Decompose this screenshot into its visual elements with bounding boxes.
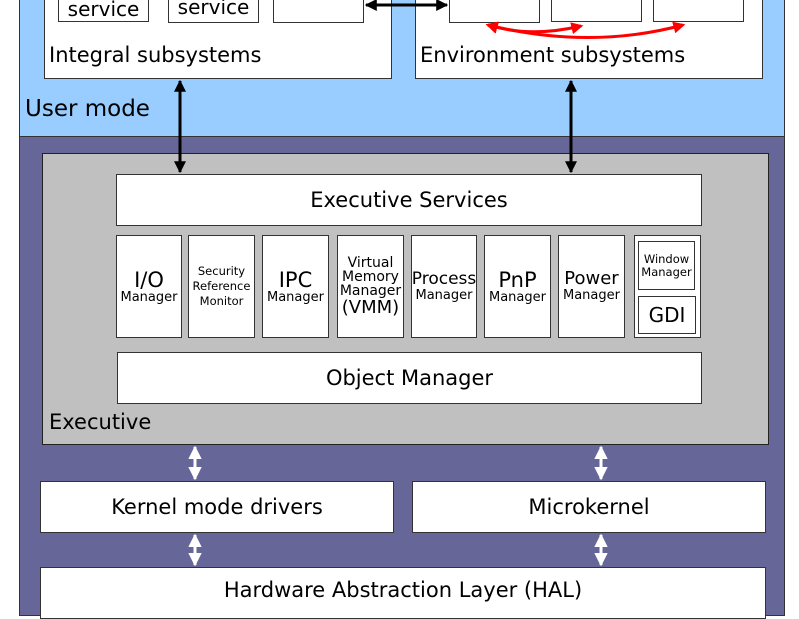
pnp-manager-title: PnP: [498, 267, 537, 292]
executive-label: Executive: [49, 410, 152, 434]
service-label: service: [177, 0, 250, 19]
kernel-mode-drivers-label: Kernel mode drivers: [111, 494, 323, 519]
hal-label: Hardware Abstraction Layer (HAL): [223, 578, 583, 602]
pnp-manager-box: PnP Manager: [484, 235, 551, 338]
object-manager-label: Object Manager: [325, 365, 494, 390]
process-manager-subtitle: Manager: [415, 287, 473, 303]
io-manager-subtitle: Manager: [120, 289, 178, 305]
environment-subsystems-label: Environment subsystems: [420, 43, 686, 67]
ipc-manager-subtitle: Manager: [267, 289, 324, 305]
io-manager-title: I/O: [134, 267, 164, 292]
srm-line-1: Security: [197, 264, 246, 279]
microkernel-box: Microkernel: [412, 481, 766, 533]
executive-services-label: Executive Services: [310, 187, 508, 212]
integral-subsystems-label: Integral subsystems: [49, 43, 262, 67]
arrows-layer: [174, 0, 686, 567]
ipc-manager-title: IPC: [278, 267, 313, 292]
process-manager-title: Process: [411, 268, 477, 289]
security-reference-monitor-box: Security Reference Monitor: [188, 235, 255, 338]
virtual-memory-manager-box: Virtual Memory Manager (VMM): [337, 235, 404, 338]
io-manager-box: I/O Manager: [116, 235, 182, 338]
environment-box-3: [653, 0, 744, 22]
gdi-box: GDI: [638, 296, 696, 334]
integral-service-box-3: [273, 0, 364, 23]
service-label: service: [67, 0, 140, 21]
kernel-mode-drivers-box: Kernel mode drivers: [40, 481, 394, 533]
window-manager-line-2: Manager: [641, 264, 692, 279]
srm-line-3: Monitor: [199, 293, 244, 308]
process-manager-box: Process Manager: [411, 235, 477, 338]
vmm-line-3: Manager: [339, 283, 402, 300]
power-manager-box: Power Manager: [558, 235, 625, 338]
vmm-line-1: Virtual: [347, 254, 394, 271]
object-manager-box: Object Manager: [117, 352, 702, 404]
power-manager-subtitle: Manager: [563, 288, 620, 304]
window-manager-box: Window Manager: [638, 241, 695, 290]
ipc-manager-box: IPC Manager: [262, 235, 329, 338]
vmm-abbrev: (VMM): [341, 296, 400, 318]
gdi-label: GDI: [648, 303, 686, 327]
pnp-manager-subtitle: Manager: [489, 289, 546, 305]
user-mode-label: User mode: [25, 96, 150, 122]
srm-line-2: Reference: [192, 279, 251, 294]
integral-service-box-1: service: [58, 0, 149, 22]
window-manager-line-1: Window: [643, 251, 690, 266]
integral-service-box-2: service: [168, 0, 259, 23]
vmm-line-2: Memory: [342, 269, 399, 286]
power-manager-title: Power: [564, 268, 619, 290]
microkernel-label: Microkernel: [528, 494, 650, 519]
environment-red-arrow-2: [485, 21, 686, 39]
executive-services-box: Executive Services: [116, 174, 702, 226]
